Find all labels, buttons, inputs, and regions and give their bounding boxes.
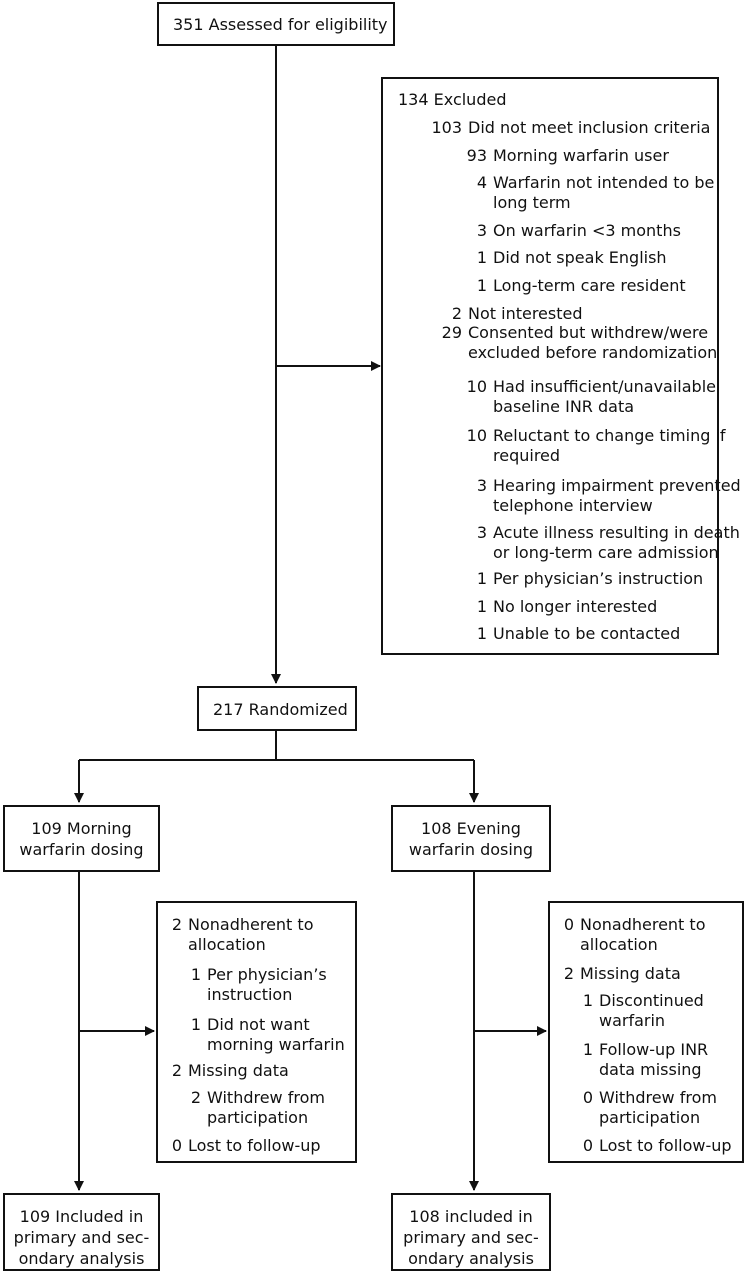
excluded-reason-text-3-0: On warfarin <3 months [493, 221, 681, 240]
excluded-reason-count-12: 1 [476, 569, 487, 588]
excluded-reason-count-11: 3 [476, 523, 487, 542]
excluded-reason-count-8: 10 [466, 377, 487, 396]
excluded-reason-count-13: 1 [476, 597, 487, 616]
evening-detail-count-0: 0 [563, 915, 574, 934]
assessed-box: 351 Assessed for eligibility [157, 2, 395, 46]
morning-analysis-line2: primary and sec- [13, 1228, 150, 1247]
excluded-reason-text-13-0: No longer interested [493, 597, 658, 616]
excluded-reason-text-8-1: baseline INR data [493, 397, 635, 416]
excluded-reason-text-2-0: Warfarin not intended to be [493, 173, 715, 192]
evening-detail-count-4: 0 [582, 1088, 593, 1107]
excluded-reason-text-2-1: long term [493, 193, 571, 212]
morning-analysis-box: 109 Included in primary and sec- ondary … [3, 1193, 160, 1271]
morning-detail-text-4-1: participation [207, 1108, 309, 1127]
assessed-label: 351 Assessed for eligibility [173, 15, 388, 35]
excluded-reason-text-4-0: Did not speak English [493, 248, 667, 267]
randomized-label: 217 Randomized [213, 700, 348, 720]
evening-arm-box: 108 Evening warfarin dosing [391, 805, 551, 872]
randomized-count: 217 [213, 700, 244, 719]
evening-detail-count-2: 1 [582, 991, 593, 1010]
excluded-reason-text-5-0: Long-term care resident [493, 276, 686, 295]
evening-detail-text-4-1: participation [599, 1108, 701, 1127]
excluded-reason-text-7-0: Consented but withdrew/were [468, 323, 709, 342]
randomized-text: Randomized [248, 700, 348, 719]
excluded-reason-count-1: 93 [466, 146, 487, 165]
excluded-reason-text-9-1: required [493, 446, 561, 465]
morning-analysis-line1: 109 Included in [19, 1207, 144, 1226]
evening-detail-text-3-1: data missing [599, 1060, 702, 1079]
assessed-text: Assessed for eligibility [208, 15, 388, 34]
morning-arm-box: 109 Morning warfarin dosing [3, 805, 160, 872]
excluded-reason-text-0-0: Did not meet inclusion criteria [468, 118, 711, 137]
excluded-reason-count-3: 3 [476, 221, 487, 240]
excluded-reason-text-10-0: Hearing impairment prevented [493, 476, 741, 495]
evening-detail-text-5-0: Lost to follow-up [599, 1136, 732, 1155]
morning-arm-line2: warfarin dosing [19, 840, 144, 859]
excluded-reason-text-14-0: Unable to be contacted [493, 624, 681, 643]
excluded-reason-text-1-0: Morning warfarin user [493, 146, 669, 165]
morning-detail-text-1-1: instruction [207, 985, 293, 1004]
excluded-reason-count-5: 1 [476, 276, 487, 295]
evening-arm-line2: warfarin dosing [408, 840, 534, 859]
morning-detail-count-5: 0 [171, 1136, 182, 1155]
excluded-reason-text-10-1: telephone interview [493, 496, 653, 515]
evening-detail-text-1-0: Missing data [580, 964, 681, 983]
evening-analysis-box: 108 included in primary and sec- ondary … [391, 1193, 551, 1271]
excluded-reason-text-6-0: Not interested [468, 304, 583, 323]
excluded-reason-count-6: 2 [451, 304, 462, 323]
evening-arm-line1: 108 Evening [421, 819, 521, 838]
morning-detail-text-2-1: morning warfarin [207, 1035, 345, 1054]
evening-detail-text-4-0: Withdrew from [599, 1088, 717, 1107]
morning-detail-count-4: 2 [190, 1088, 201, 1107]
morning-detail-text-1-0: Per physician’s [207, 965, 327, 984]
morning-arm-line1: 109 Morning [31, 819, 132, 838]
excluded-reason-text-9-0: Reluctant to change timing if [493, 426, 726, 445]
assessed-count: 351 [173, 15, 204, 34]
evening-analysis-line3: ondary analysis [408, 1249, 534, 1268]
excluded-header: 134 Excluded [398, 90, 506, 110]
morning-analysis-line3: ondary analysis [18, 1249, 145, 1268]
evening-detail-text-2-1: warfarin [599, 1011, 666, 1030]
excluded-reason-count-14: 1 [476, 624, 487, 643]
excluded-reason-text-11-0: Acute illness resulting in death [493, 523, 740, 542]
evening-detail-text-0-1: allocation [580, 935, 658, 954]
morning-detail-count-2: 1 [190, 1015, 201, 1034]
evening-analysis-line2: primary and sec- [403, 1228, 539, 1247]
excluded-reason-count-0: 103 [431, 118, 462, 137]
excluded-reason-text-8-0: Had insufficient/unavailable [493, 377, 716, 396]
evening-detail-count-3: 1 [582, 1040, 593, 1059]
evening-detail-text-2-0: Discontinued [599, 991, 704, 1010]
morning-detail-text-2-0: Did not want [207, 1015, 310, 1034]
morning-detail-count-3: 2 [171, 1061, 182, 1080]
morning-detail-count-1: 1 [190, 965, 201, 984]
morning-detail-text-5-0: Lost to follow-up [188, 1136, 321, 1155]
excluded-text: Excluded [433, 90, 507, 109]
morning-detail-count-0: 2 [171, 915, 182, 934]
evening-detail-count-5: 0 [582, 1136, 593, 1155]
evening-analysis-line1: 108 included in [409, 1207, 533, 1226]
excluded-reason-count-9: 10 [466, 426, 487, 445]
excluded-reason-text-11-1: or long-term care admission [493, 543, 719, 562]
excluded-reason-count-4: 1 [476, 248, 487, 267]
excluded-reason-text-7-1: excluded before randomization [468, 343, 718, 362]
morning-detail-text-4-0: Withdrew from [207, 1088, 325, 1107]
excluded-reason-text-12-0: Per physician’s instruction [493, 569, 704, 588]
excluded-count: 134 [398, 90, 429, 109]
excluded-reason-count-10: 3 [476, 476, 487, 495]
excluded-reason-count-7: 29 [441, 323, 462, 342]
evening-detail-text-3-0: Follow-up INR [599, 1040, 709, 1059]
evening-detail-text-0-0: Nonadherent to [580, 915, 706, 934]
randomized-box: 217 Randomized [197, 686, 357, 731]
evening-detail-count-1: 2 [563, 964, 574, 983]
excluded-reason-count-2: 4 [476, 173, 487, 192]
morning-detail-text-0-0: Nonadherent to [188, 915, 314, 934]
morning-detail-text-3-0: Missing data [188, 1061, 289, 1080]
morning-detail-text-0-1: allocation [188, 935, 266, 954]
